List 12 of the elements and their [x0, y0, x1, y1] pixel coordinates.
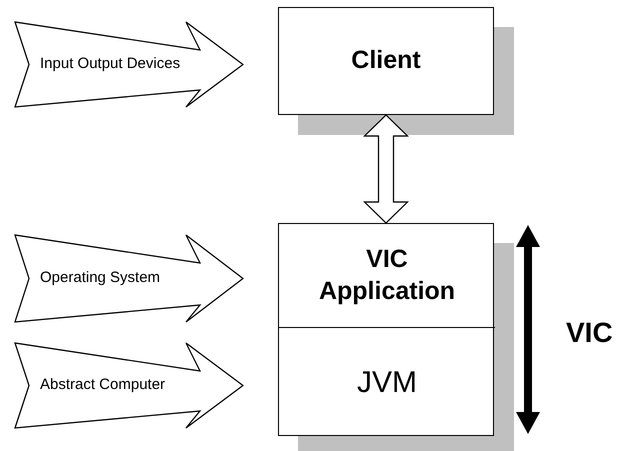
chevron-arrow-shape — [15, 235, 243, 322]
arrow-text: Input Output Devices — [40, 54, 180, 74]
box-title: Client — [350, 45, 422, 76]
arrow-text: Operating System — [40, 268, 160, 288]
span-label: VIC — [566, 316, 613, 350]
double-headed-arrow — [516, 225, 540, 434]
chevron-arrow-shape — [15, 22, 243, 107]
arrow-text: Abstract Computer — [40, 375, 166, 396]
double-block-arrow — [363, 114, 409, 224]
box-title: JVM — [356, 364, 418, 401]
box-title: VIC Application — [318, 244, 456, 306]
chevron-arrow-shape — [15, 343, 243, 428]
